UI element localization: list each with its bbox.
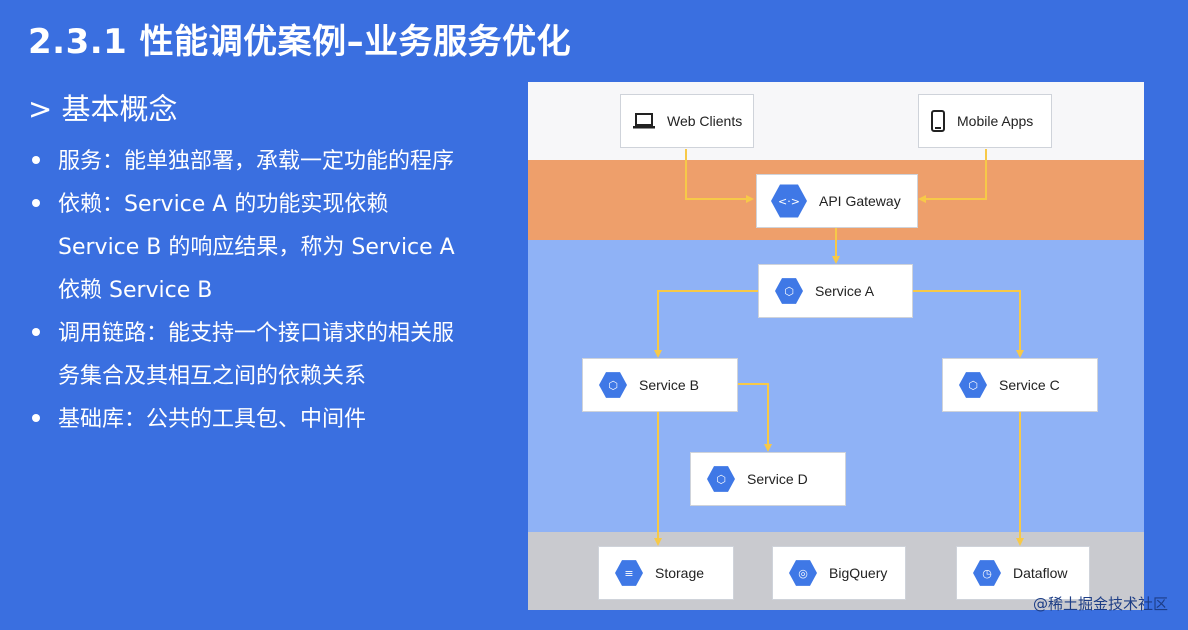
watermark-text: @稀土掘金技术社区	[1032, 595, 1168, 613]
bullet-dot	[32, 199, 40, 207]
bullet-text: 服务：能单独部署，承载一定功能的程序	[58, 149, 455, 174]
architecture-diagram: Web Clients Mobile Apps <·> API Gateway …	[528, 82, 1144, 610]
bullet-dot	[32, 328, 40, 336]
dataflow-icon: ◷	[973, 560, 1001, 586]
node-service-b: ⬡ Service B	[582, 358, 738, 412]
bullet-text: 基础库：公共的工具包、中间件	[58, 407, 367, 432]
node-label: Web Clients	[667, 113, 743, 129]
edge-service-b-to-service-d	[738, 383, 772, 452]
section-heading: > 基本概念	[28, 92, 178, 126]
service-icon: ⬡	[775, 278, 803, 304]
bullet-call-chain: 调用链路：能支持一个接口请求的相关服 务集合及其相互之间的依赖关系	[30, 312, 510, 398]
node-label: Service C	[999, 377, 1060, 393]
slide-title: 2.3.1 性能调优案例–业务服务优化	[28, 22, 572, 62]
bullet-service: 服务：能单独部署，承载一定功能的程序	[30, 140, 510, 183]
node-api-gateway: <·> API Gateway	[756, 174, 918, 228]
phone-icon	[931, 110, 945, 132]
concept-bullet-list: 服务：能单独部署，承载一定功能的程序 依赖：Service A 的功能实现依赖 …	[30, 140, 510, 441]
bullet-dot	[32, 156, 40, 164]
bullet-text: Service B 的响应结果，称为 Service A	[58, 235, 455, 260]
node-service-c: ⬡ Service C	[942, 358, 1098, 412]
node-label: Service D	[747, 471, 808, 487]
node-mobile-apps: Mobile Apps	[918, 94, 1052, 148]
node-dataflow: ◷ Dataflow	[956, 546, 1090, 600]
edge-web-clients-to-api-gateway	[685, 149, 754, 203]
bullet-text: 调用链路：能支持一个接口请求的相关服	[58, 321, 455, 346]
node-storage: ≡ Storage	[598, 546, 734, 600]
node-label: API Gateway	[819, 193, 901, 209]
node-label: Service B	[639, 377, 699, 393]
node-service-a: ⬡ Service A	[758, 264, 913, 318]
bigquery-icon: ◎	[789, 560, 817, 586]
node-label: Mobile Apps	[957, 113, 1034, 129]
node-label: Dataflow	[1013, 565, 1068, 581]
bullet-text: 依赖：Service A 的功能实现依赖	[58, 192, 389, 217]
node-label: Service A	[815, 283, 875, 299]
storage-icon: ≡	[615, 560, 643, 586]
bullet-dependency: 依赖：Service A 的功能实现依赖 Service B 的响应结果，称为 …	[30, 183, 510, 312]
service-icon: ⬡	[599, 372, 627, 398]
service-icon: ⬡	[959, 372, 987, 398]
node-label: BigQuery	[829, 565, 888, 581]
bullet-text: 依赖 Service B	[58, 278, 213, 303]
api-gateway-icon: <·>	[771, 184, 807, 218]
node-service-d: ⬡ Service D	[690, 452, 846, 506]
edge-service-a-to-service-b	[654, 290, 758, 358]
connector-lines	[654, 149, 1024, 546]
bullet-text: 务集合及其相互之间的依赖关系	[58, 364, 367, 389]
edge-mobile-apps-to-api-gateway	[918, 149, 987, 203]
bullet-dot	[32, 414, 40, 422]
node-web-clients: Web Clients	[620, 94, 754, 148]
service-icon: ⬡	[707, 466, 735, 492]
node-bigquery: ◎ BigQuery	[772, 546, 906, 600]
edge-service-a-to-service-c	[913, 290, 1024, 358]
laptop-icon	[633, 113, 655, 129]
node-label: Storage	[655, 565, 705, 581]
bullet-base-library: 基础库：公共的工具包、中间件	[30, 398, 510, 441]
